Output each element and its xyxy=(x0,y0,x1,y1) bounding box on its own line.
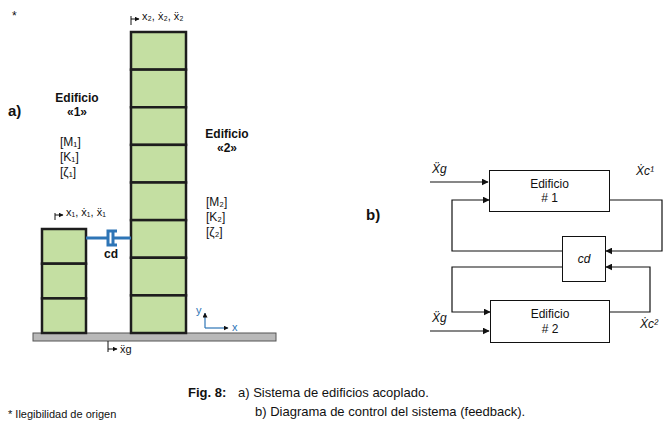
matrix-symbol: [M₁] xyxy=(60,136,81,150)
box-label: Edificio # 2 xyxy=(529,307,572,336)
reference-tick xyxy=(55,213,56,220)
axis-label: y xyxy=(196,304,202,317)
reference-tick xyxy=(131,16,132,25)
process-box: Edificio # 1 xyxy=(489,170,610,212)
matrix-symbol: [ζ₂] xyxy=(206,226,223,240)
input-arrow xyxy=(430,181,488,182)
response-label: x₁, ẋ₁, ẍ₁ xyxy=(66,206,106,219)
matrix-symbol: [K₂] xyxy=(206,211,225,225)
ground-arrow xyxy=(108,349,117,350)
matrix-symbol: [K₁] xyxy=(60,151,79,165)
displacement-arrow xyxy=(55,215,63,216)
caption-line: a) Sistema de edificios acoplado. xyxy=(238,386,429,401)
damper-symbol xyxy=(86,231,131,245)
response-label: x₂, ẋ₂, ẍ₂ xyxy=(142,10,184,23)
building-two xyxy=(131,32,186,333)
feedback-connector xyxy=(606,267,650,312)
ground-acceleration: ẍg xyxy=(120,343,132,356)
axis-label: x xyxy=(232,321,238,334)
feedback-connector xyxy=(606,200,662,251)
y-axis xyxy=(204,313,205,328)
damper-box: cd xyxy=(562,236,606,282)
box-label: cd xyxy=(578,252,591,266)
panel-letter: b) xyxy=(366,206,380,223)
caption-line: b) Diagrama de control del sistema (feed… xyxy=(255,405,525,420)
output-signal: Ẋc² xyxy=(640,318,658,332)
displacement-arrow xyxy=(131,19,139,20)
input-signal: Ẍg xyxy=(432,312,447,326)
output-signal: Ẋc¹ xyxy=(636,165,654,179)
damper-label: cd xyxy=(104,248,118,262)
reference-tick xyxy=(108,341,109,352)
x-axis xyxy=(205,327,228,328)
footnote-mark: * xyxy=(12,10,17,24)
building-one xyxy=(42,229,86,333)
panel-letter: a) xyxy=(8,102,21,119)
input-signal: Ẍg xyxy=(432,163,447,177)
figure-number: Fig. 8: xyxy=(188,386,226,401)
matrix-symbol: [ζ₁] xyxy=(60,166,76,180)
building-name: Edificio «1» xyxy=(48,92,106,120)
input-arrow xyxy=(430,330,489,331)
footnote: * Ilegibilidad de origen xyxy=(8,408,116,421)
box-label: Edificio # 1 xyxy=(528,177,571,206)
building-name: Edificio «2» xyxy=(198,128,256,156)
process-box: Edificio # 2 xyxy=(490,300,610,343)
matrix-symbol: [M₂] xyxy=(206,196,227,210)
